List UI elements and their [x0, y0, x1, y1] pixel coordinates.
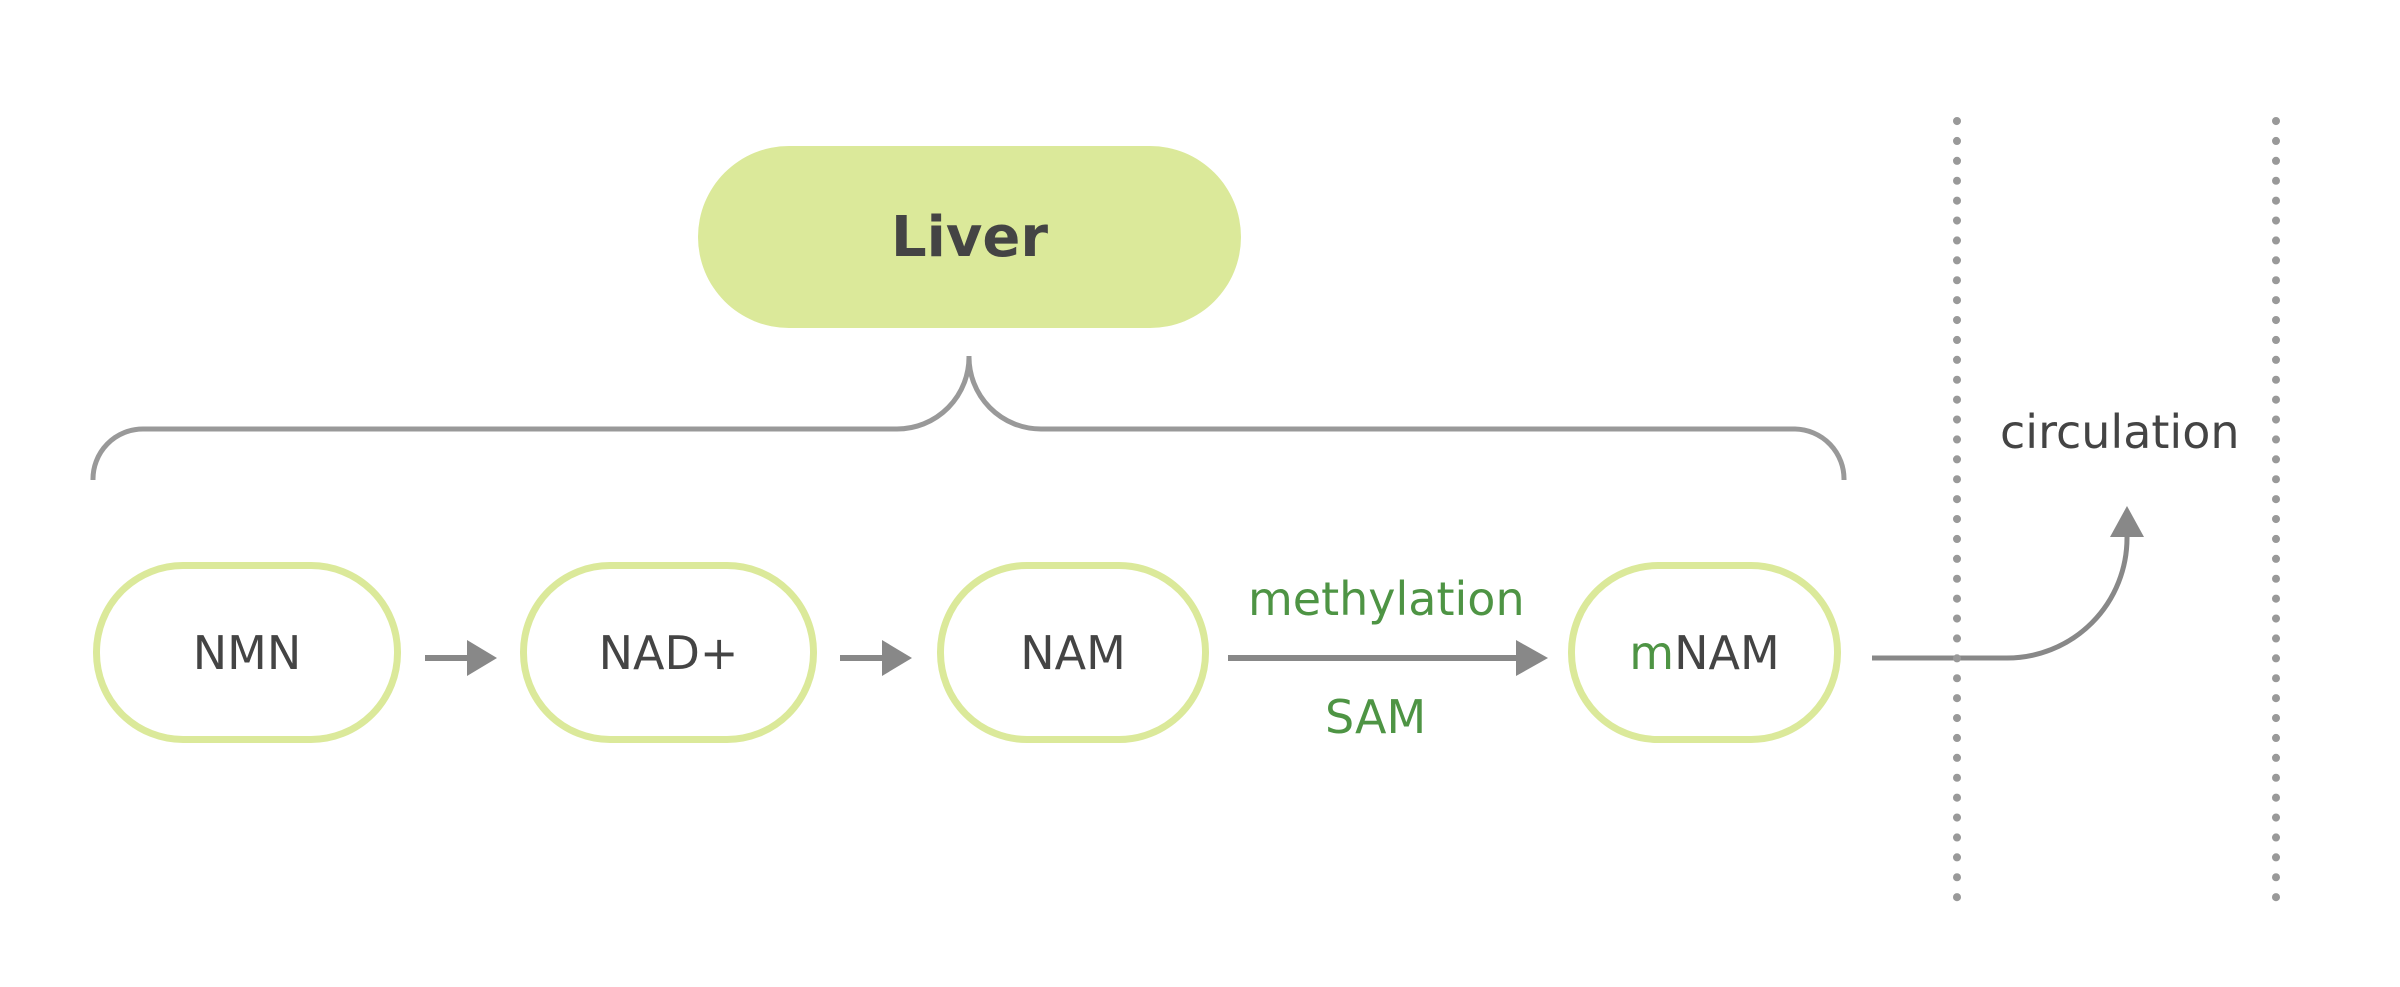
node-nad: NAD+ — [520, 562, 817, 743]
node-label: NAM — [1674, 625, 1780, 680]
arrowhead-nad-nam — [882, 640, 912, 676]
circulation-label: circulation — [2000, 405, 2240, 459]
node-label: NAM — [1020, 625, 1126, 680]
liver-box: Liver — [698, 146, 1241, 328]
arrowhead-circulation — [2110, 506, 2144, 537]
liver-label: Liver — [891, 204, 1048, 270]
node-nmn: NMN — [93, 562, 401, 743]
node-label: NMN — [192, 625, 302, 680]
node-label: NAD+ — [598, 625, 739, 680]
arrow-to-circulation — [1872, 530, 2130, 661]
methylation-label: methylation — [1248, 572, 1525, 626]
methyl-prefix: m — [1629, 625, 1675, 680]
liver-brace — [90, 355, 1847, 481]
node-nam: NAM — [937, 562, 1209, 743]
arrowhead-nam-mnam — [1516, 640, 1548, 676]
arrowhead-nmn-nad — [467, 640, 497, 676]
sam-label: SAM — [1325, 690, 1427, 744]
